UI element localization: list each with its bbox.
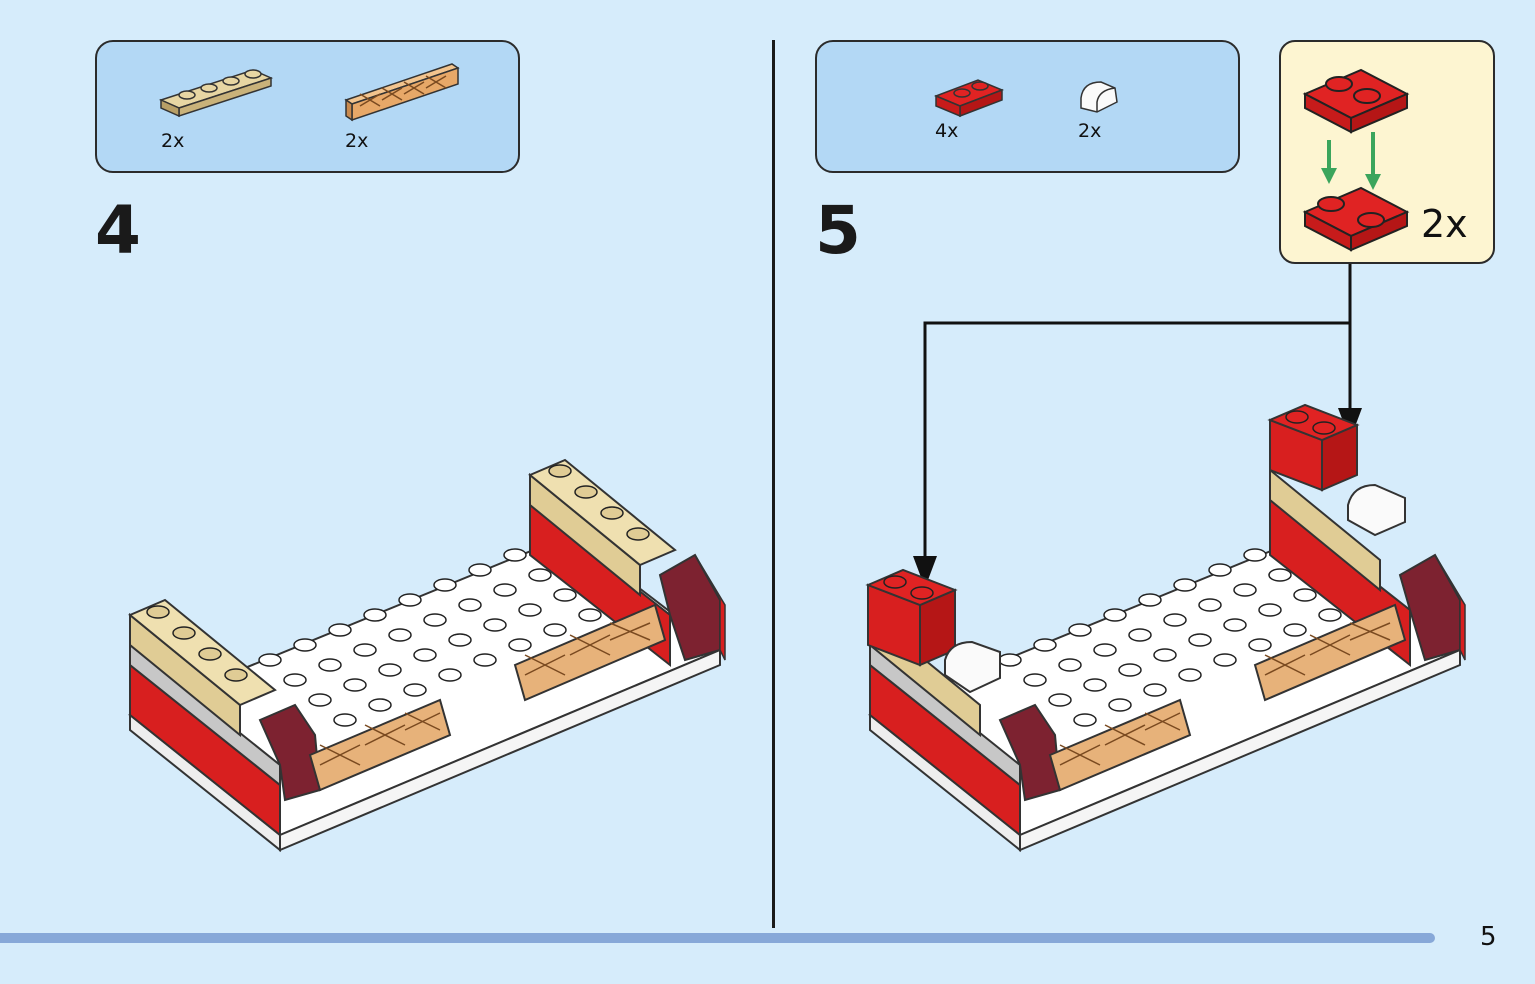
step4-model-illustration bbox=[128, 458, 726, 853]
step4-number: 4 bbox=[95, 192, 141, 269]
white-slope-part bbox=[1080, 81, 1118, 113]
subassembly-callout: 2x bbox=[1279, 40, 1495, 264]
step5-model-illustration bbox=[865, 403, 1466, 853]
lattice-fence-part bbox=[344, 63, 460, 122]
step5-part2-qty: 2x bbox=[1078, 120, 1102, 142]
tan-plate-part bbox=[158, 69, 274, 118]
step5-part1-qty: 4x bbox=[935, 120, 959, 142]
red-plate-part bbox=[933, 79, 1005, 118]
arrow-head-left bbox=[913, 556, 937, 588]
page-number: 5 bbox=[1480, 922, 1497, 952]
subassembly-qty: 2x bbox=[1421, 202, 1468, 246]
page-progress-bar bbox=[0, 933, 1435, 943]
step5-number: 5 bbox=[815, 192, 861, 269]
stacked-red-plates-illustration bbox=[1302, 68, 1410, 252]
step5-parts-box: 4x 2x bbox=[815, 40, 1240, 173]
step-divider bbox=[772, 40, 775, 928]
step4-part1-qty: 2x bbox=[161, 130, 185, 152]
step4-part2-qty: 2x bbox=[345, 130, 369, 152]
step4-parts-box: 2x 2x bbox=[95, 40, 520, 173]
